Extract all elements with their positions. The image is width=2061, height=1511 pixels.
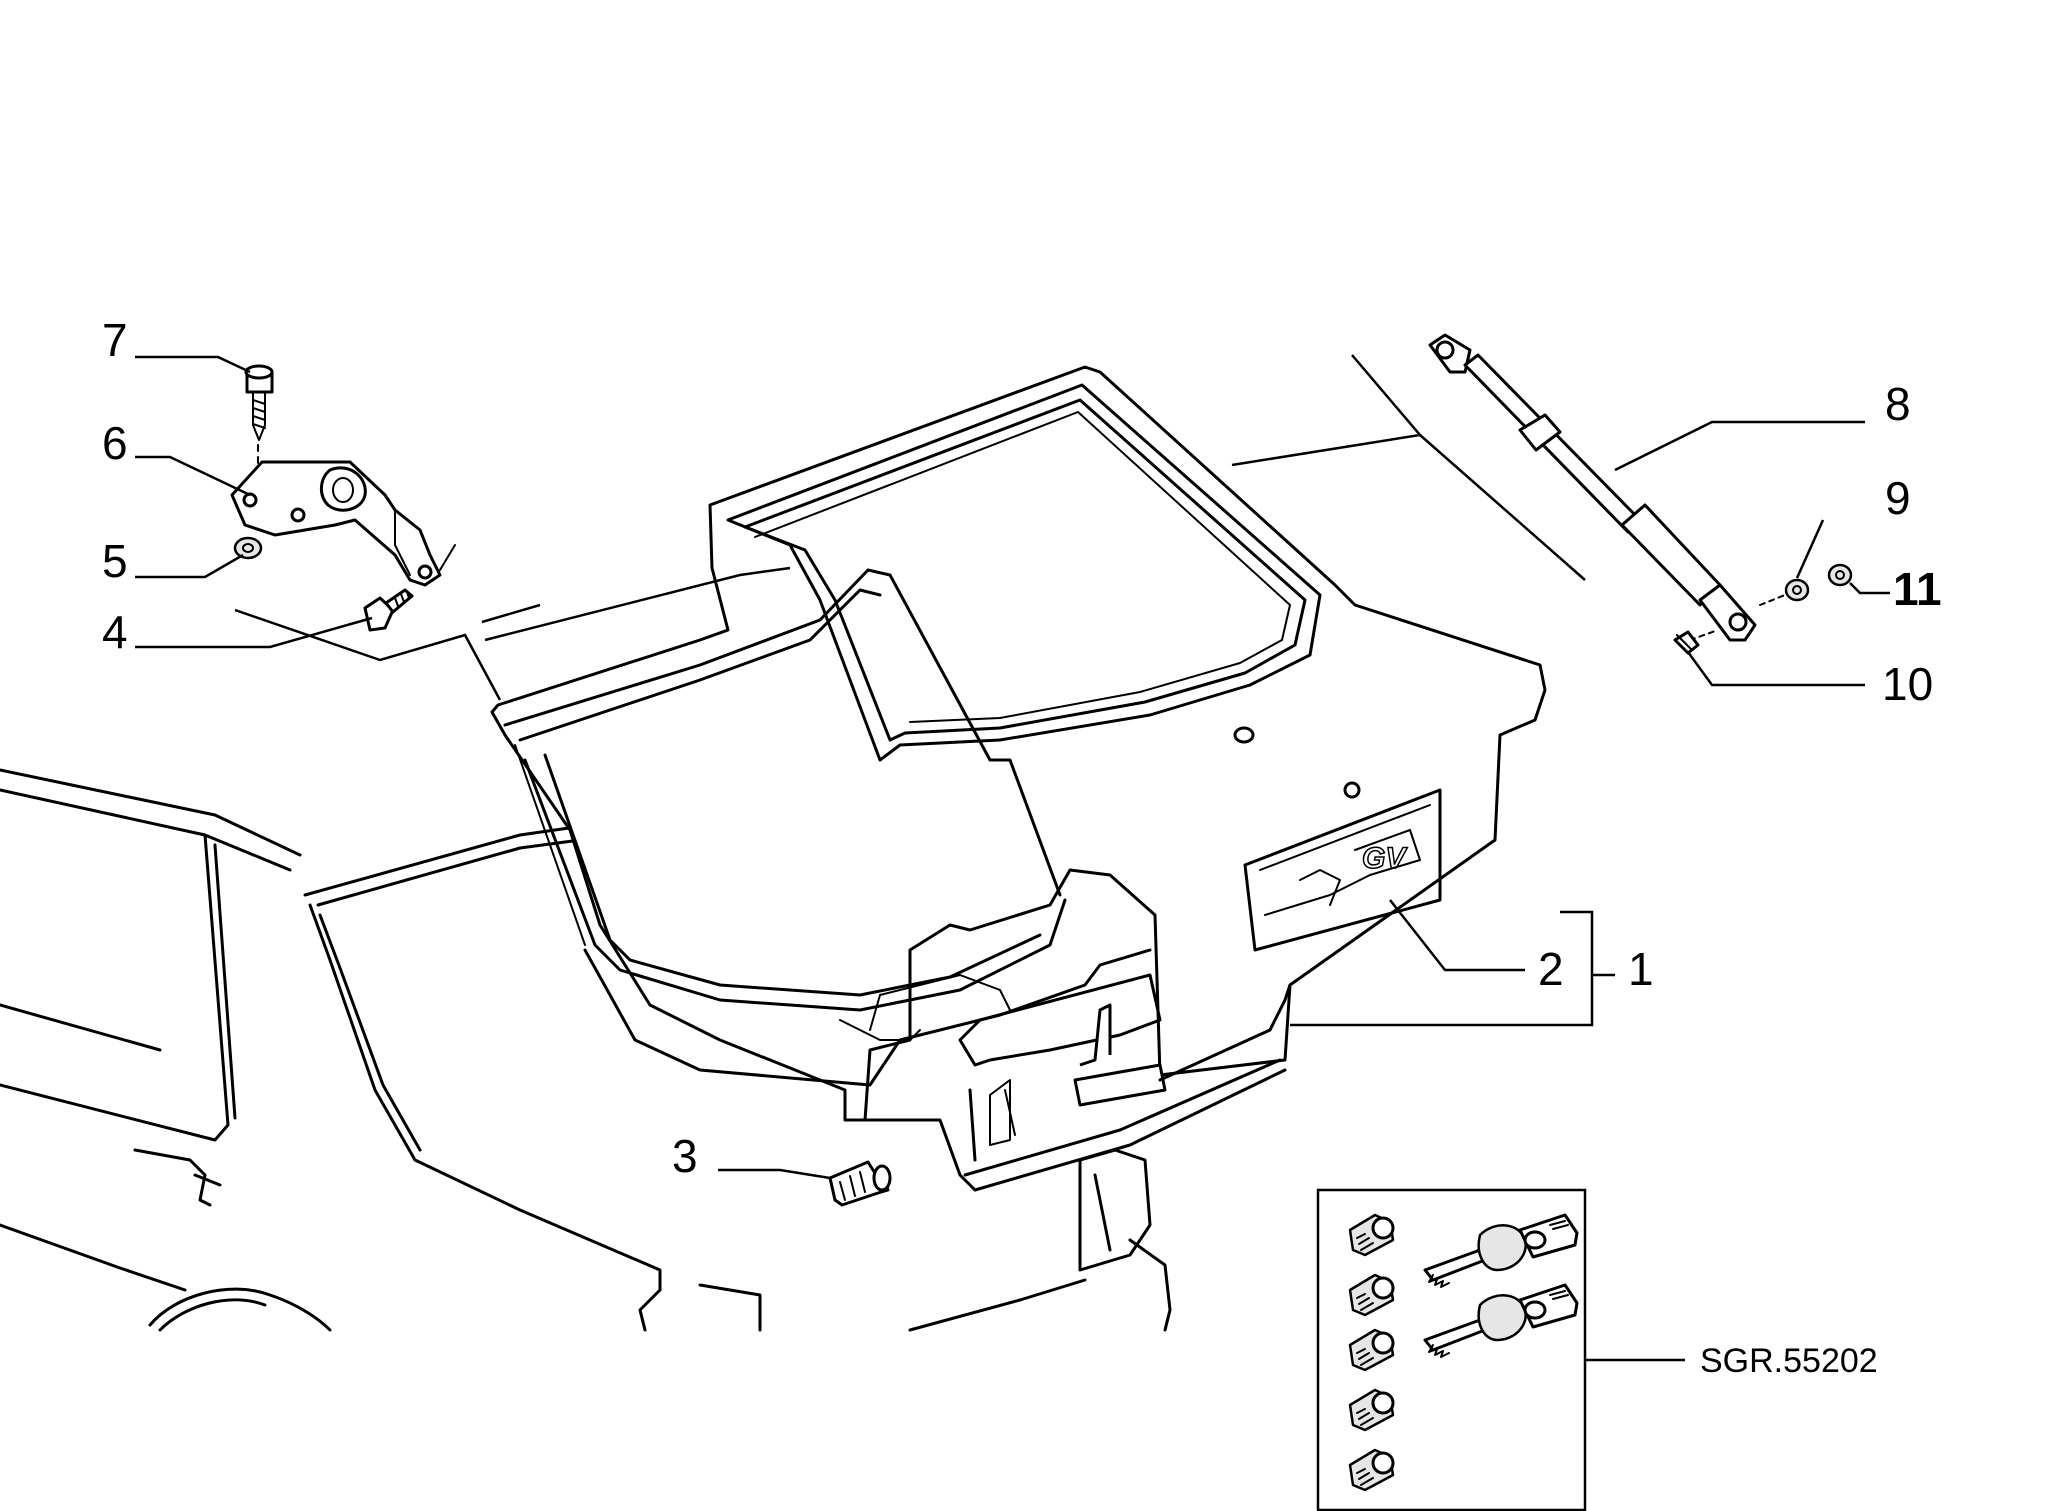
hinge-part-6	[230, 460, 456, 587]
callout-1: 1	[1628, 943, 1654, 995]
screw-part-7	[244, 364, 274, 441]
callout-11: 11	[1893, 563, 1942, 615]
kit-frame	[1316, 1188, 1587, 1511]
callout-10: 10	[1882, 658, 1933, 710]
callout-labels: 7 6 5 4 3 2 1 8 9 11 10 SGR.55202	[102, 314, 1942, 1380]
tailgate-frame	[490, 365, 1547, 1192]
washer-part-11	[1827, 563, 1853, 587]
clip-part-10	[1673, 630, 1700, 655]
bump-stop-part-3	[828, 1160, 892, 1207]
car-body-outline	[0, 768, 1172, 1332]
callout-6: 6	[102, 417, 128, 469]
lock-kit-box	[1316, 1188, 1587, 1511]
callout-5: 5	[102, 535, 128, 587]
washer-part-9	[1784, 578, 1810, 602]
kit-reference-label: SGR.55202	[1700, 1342, 1878, 1380]
callout-8: 8	[1885, 378, 1911, 430]
gas-strut-assembly	[1428, 333, 1853, 655]
washer-part-5	[233, 536, 263, 560]
logo-marking: GV	[1362, 842, 1408, 875]
callout-4: 4	[102, 606, 128, 658]
callout-2: 2	[1538, 943, 1564, 995]
bolt-part-4	[363, 588, 414, 632]
gas-strut-part-8	[1428, 333, 1757, 642]
leader-lines	[135, 354, 1890, 1362]
callout-3: 3	[672, 1130, 698, 1182]
hinge-assembly	[230, 364, 456, 632]
key-icons	[1423, 1213, 1579, 1358]
lock-cylinder-icons	[1348, 1213, 1395, 1492]
number-plate-recess: GV	[1243, 781, 1442, 952]
callout-7: 7	[102, 314, 128, 366]
callout-9: 9	[1885, 472, 1911, 524]
